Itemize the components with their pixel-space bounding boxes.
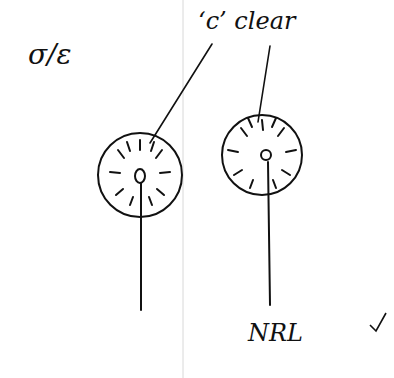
page-fold: [183, 0, 184, 378]
callout-label: ‘c’ clear: [198, 8, 295, 34]
leader-lines: [150, 44, 270, 143]
note-label: σ/ε: [28, 40, 72, 71]
left-seed-head: [98, 133, 182, 310]
right-seed-head: [222, 115, 302, 305]
initials-label: NRL: [248, 320, 303, 346]
tick-mark: [370, 313, 386, 331]
